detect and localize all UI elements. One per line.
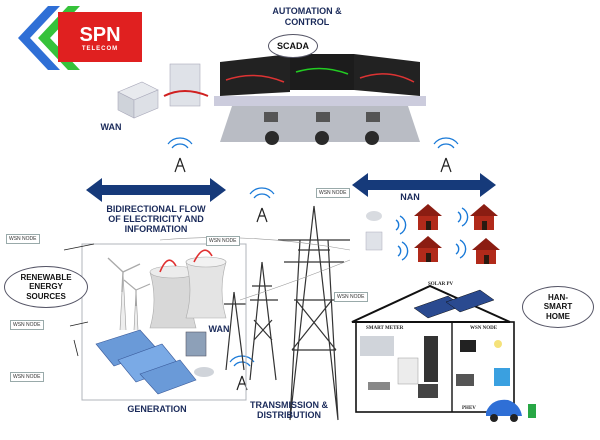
bidirectional-line3: INFORMATION	[124, 224, 188, 234]
phev-label: PHEV	[462, 406, 476, 411]
wan-servers	[117, 63, 209, 119]
han-line3: HOME	[545, 311, 570, 321]
wsn-node-box: WSN NODE	[6, 234, 40, 244]
nan-label: NAN	[400, 192, 420, 202]
wsn-node-box: WSN NODE	[316, 188, 350, 198]
han-line1: HAN-	[547, 293, 568, 303]
generation-label: GENERATION	[127, 404, 187, 414]
smart-home-illustration	[351, 284, 536, 422]
wsn-node-box: WSN NODE	[10, 320, 44, 330]
transmission-towers	[159, 205, 351, 421]
logo-brand: SPN	[79, 24, 121, 46]
solar-pv-label: SOLAR PV	[428, 282, 454, 287]
bidirectional-line1: BIDIRECTIONAL FLOW	[106, 204, 206, 214]
control-label: CONTROL	[284, 17, 330, 27]
transmission-line2: DISTRIBUTION	[257, 410, 321, 420]
wsn-node-box: WSN NODE	[206, 236, 240, 246]
bidirectional-line2: OF ELECTRICITY AND	[108, 214, 204, 224]
smart-meter-label: SMART METER	[366, 326, 404, 331]
wsn-node-box: WSN NODE	[334, 292, 368, 302]
scada-label: SCADA	[276, 40, 309, 51]
wsn-node-box: WSN NODE	[10, 372, 44, 382]
renewable-oval: RENEWABLE ENERGY SOURCES	[4, 266, 88, 308]
wan-bottom-label: WAN	[208, 324, 230, 334]
generation-frame	[81, 243, 247, 401]
home-wsn-label: WSN NODE	[470, 326, 498, 331]
renewable-line2: ENERGY	[29, 282, 63, 292]
scada-oval: SCADA	[268, 34, 318, 58]
logo-subtitle: TELECOM	[81, 46, 119, 52]
generation-illustration	[63, 243, 227, 395]
renewable-line3: SOURCES	[26, 291, 66, 301]
nan-houses	[365, 204, 500, 264]
han-oval: HAN- SMART HOME	[522, 286, 594, 328]
wan-top-label: WAN	[100, 122, 122, 132]
logo-box	[58, 12, 142, 62]
transmission-line1: TRANSMISSION &	[249, 400, 328, 410]
han-line2: SMART	[543, 302, 573, 312]
renewable-line1: RENEWABLE	[20, 273, 72, 283]
bidirectional-arrows	[86, 173, 496, 202]
automation-label: AUTOMATION &	[272, 6, 342, 16]
control-room-illustration	[214, 54, 426, 145]
